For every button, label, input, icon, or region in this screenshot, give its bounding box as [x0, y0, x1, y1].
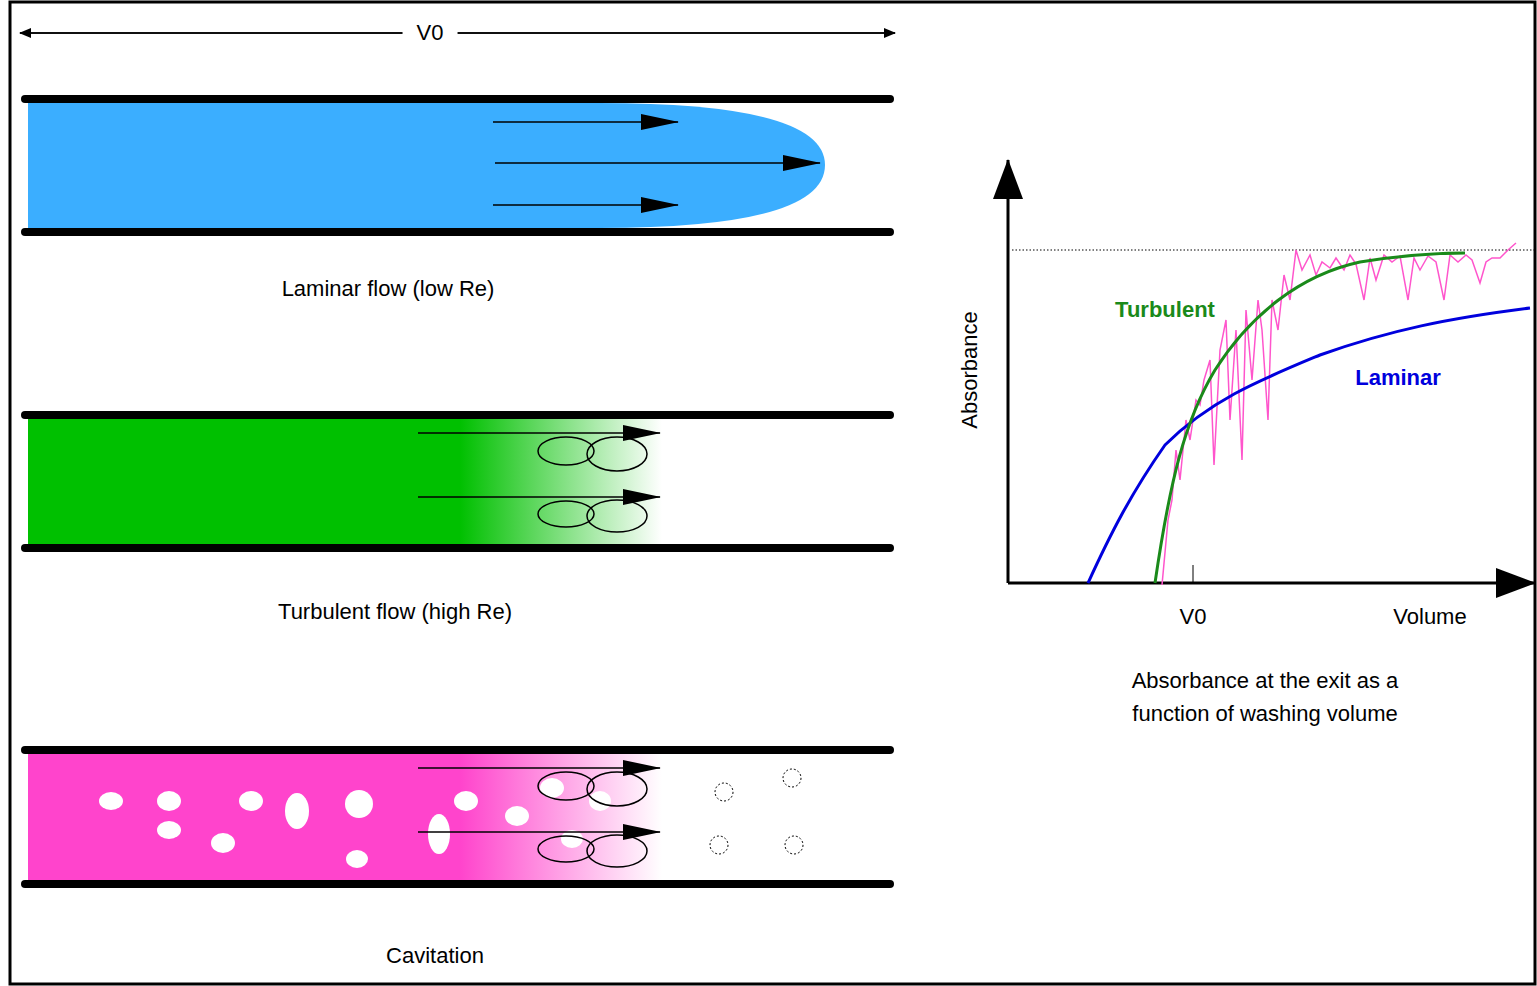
- axis-title: Absorbance: [957, 311, 983, 428]
- axis-tick-label: V0: [1180, 604, 1207, 630]
- flow-caption: Cavitation: [386, 943, 484, 969]
- flow-caption: Turbulent flow (high Re): [278, 599, 512, 625]
- flow-caption: Laminar flow (low Re): [282, 276, 495, 302]
- figure-caption: Absorbance at the exit as a function of …: [1093, 664, 1438, 730]
- curve-label: Turbulent: [1115, 297, 1215, 323]
- axis-title: Volume: [1393, 604, 1466, 630]
- curve-label: Laminar: [1355, 365, 1441, 391]
- dimension-label: V0: [403, 20, 458, 46]
